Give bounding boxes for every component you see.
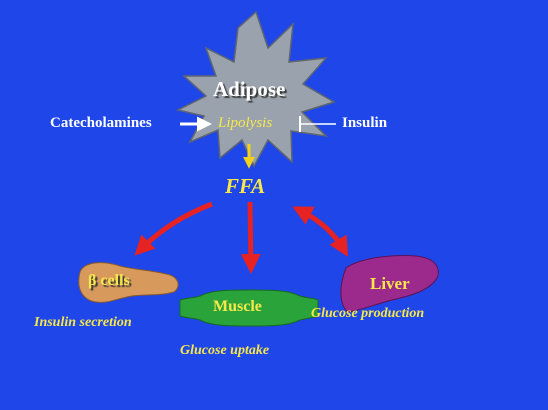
lipolysis-label: Lipolysis [218,115,273,131]
glucose-production-label: Glucose production [311,306,425,321]
glucose-uptake-label: Glucose uptake [180,343,270,358]
insulin-label: Insulin [342,115,388,131]
beta-cells-label: β cells [88,272,130,289]
insulin-inhibition-line [299,116,336,132]
ffa-label: FFA [225,174,266,198]
muscle-icon [179,289,319,327]
liver-label: Liver [370,274,410,293]
ffa-to-beta-cells-arrow [134,201,213,256]
pancreas-icon [78,262,179,303]
ffa-to-liver-arrow [292,206,349,257]
liver-icon [340,255,439,313]
insulin-secretion-label: Insulin secretion [34,315,132,330]
catecholamines-label: Catecholamines [50,115,152,131]
muscle-label: Muscle [213,298,262,315]
ffa-to-muscle-arrow [240,201,261,274]
adipose-label: Adipose [213,77,286,101]
